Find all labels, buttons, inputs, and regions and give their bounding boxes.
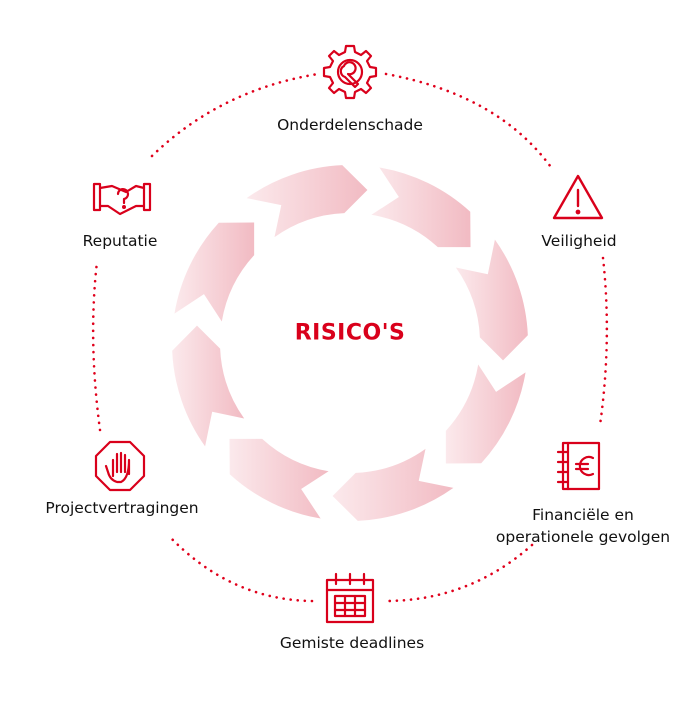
dotted-connector [150, 72, 320, 158]
arrow-segment [371, 167, 471, 248]
warning-triangle-icon [552, 174, 604, 220]
dotted-connector [598, 256, 609, 427]
label-projectvertragingen: Projectvertragingen [45, 499, 199, 517]
handshake-question-icon [92, 182, 152, 216]
label-financieel-line1: Financiële en [532, 506, 634, 524]
label-veiligheid: Veiligheid [541, 232, 617, 250]
arrow-segment [229, 438, 329, 519]
arrow-segment [332, 448, 454, 521]
arrow-segment [172, 325, 245, 447]
dotted-connector [384, 72, 555, 172]
label-financieel: Financiële en operationele gevolgen [496, 504, 670, 548]
dotted-connector [91, 260, 102, 432]
label-onderdelenschade: Onderdelenschade [277, 116, 423, 134]
gear-wrench-icon [322, 44, 378, 100]
arrow-segment [445, 364, 526, 464]
dotted-connector [386, 543, 534, 603]
arrow-segment [455, 239, 528, 361]
calendar-icon [325, 572, 375, 624]
center-title: RISICO'S [294, 320, 406, 346]
circular-arrows [172, 165, 528, 521]
label-gemiste-deadlines: Gemiste deadlines [279, 634, 425, 652]
euro-ledger-icon [556, 441, 601, 491]
arrow-segment [246, 165, 368, 238]
label-reputatie: Reputatie [82, 232, 158, 250]
arrow-segment [174, 222, 255, 322]
label-financieel-line2: operationele gevolgen [495, 528, 671, 546]
dotted-connector [166, 533, 314, 603]
dotted-outer-ring [91, 72, 609, 603]
stop-hand-icon [94, 440, 146, 492]
